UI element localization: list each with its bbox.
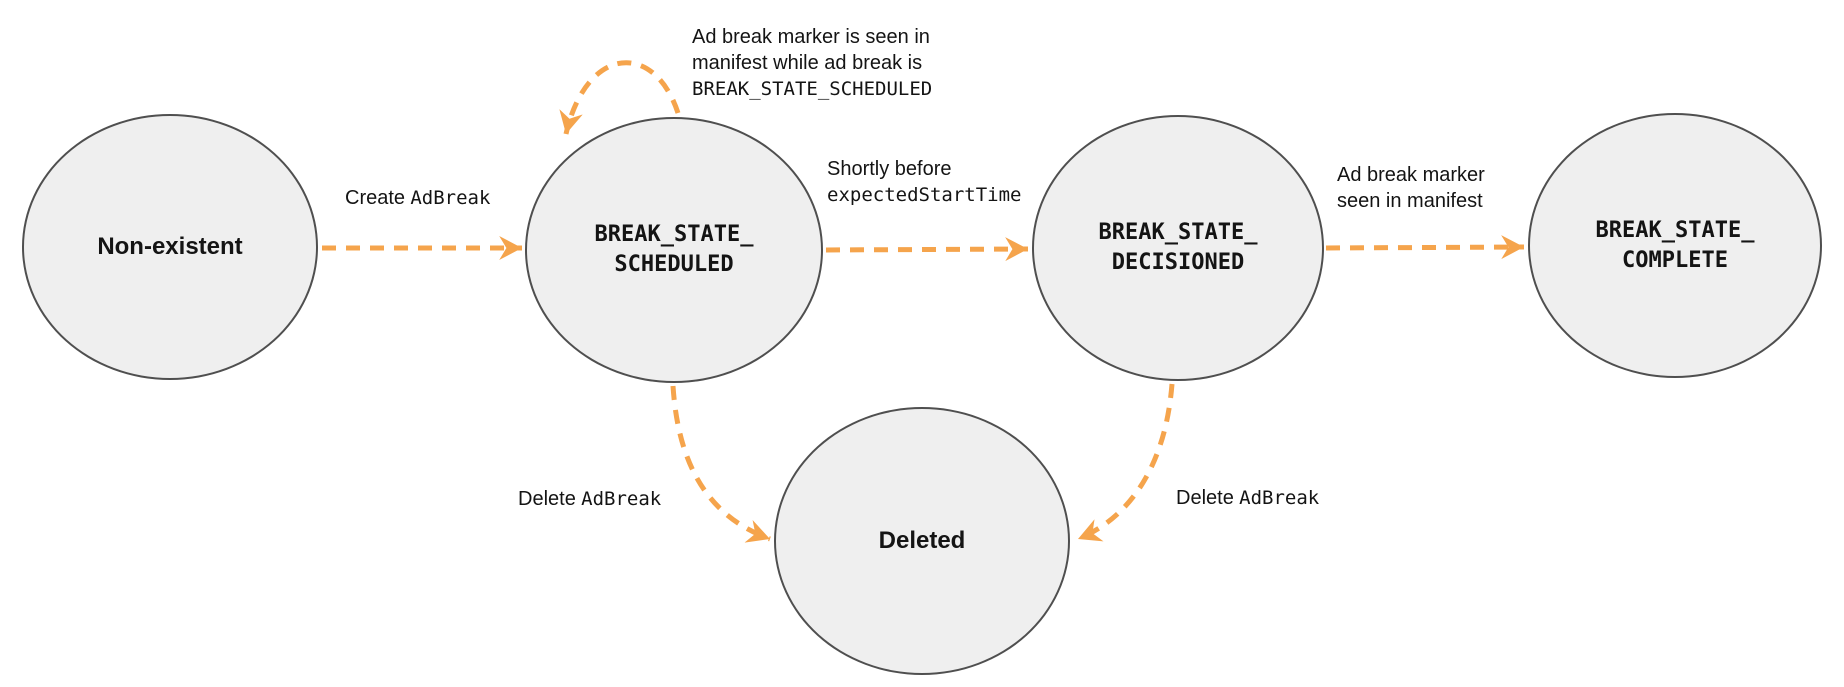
edge-label-self-loop: Ad break marker is seen in manifest whil…: [692, 26, 933, 100]
state-node-break-state-decisioned: BREAK_STATE_ DECISIONED: [1032, 115, 1324, 381]
edge-self-loop-scheduled: [559, 60, 681, 135]
state-label-break-state-complete: BREAK_STATE_ COMPLETE: [1595, 217, 1755, 273]
edge-scheduled-to-deleted: [670, 385, 771, 543]
state-node-break-state-scheduled: BREAK_STATE_ SCHEDULED: [525, 117, 823, 383]
state-node-deleted: Deleted: [774, 407, 1070, 675]
state-label-break-state-decisioned: BREAK_STATE_ DECISIONED: [1098, 220, 1258, 275]
edge-label-marker-seen: Ad break marker seen in manifest: [1337, 164, 1485, 212]
edge-decisioned-to-deleted: [1077, 383, 1175, 542]
state-node-break-state-complete: BREAK_STATE_ COMPLETE: [1528, 113, 1822, 378]
edge-decisioned-to-complete: [1325, 235, 1525, 260]
state-label-deleted: Deleted: [878, 527, 966, 554]
state-label-non-existent: Non-existent: [97, 233, 243, 260]
edge-label-shortly-before: Shortly before expectedStartTime: [827, 158, 1022, 206]
edge-scheduled-to-decisioned: [825, 237, 1029, 262]
state-label-break-state-scheduled: BREAK_STATE_ SCHEDULED: [594, 222, 754, 277]
state-node-non-existent: Non-existent: [22, 114, 318, 380]
